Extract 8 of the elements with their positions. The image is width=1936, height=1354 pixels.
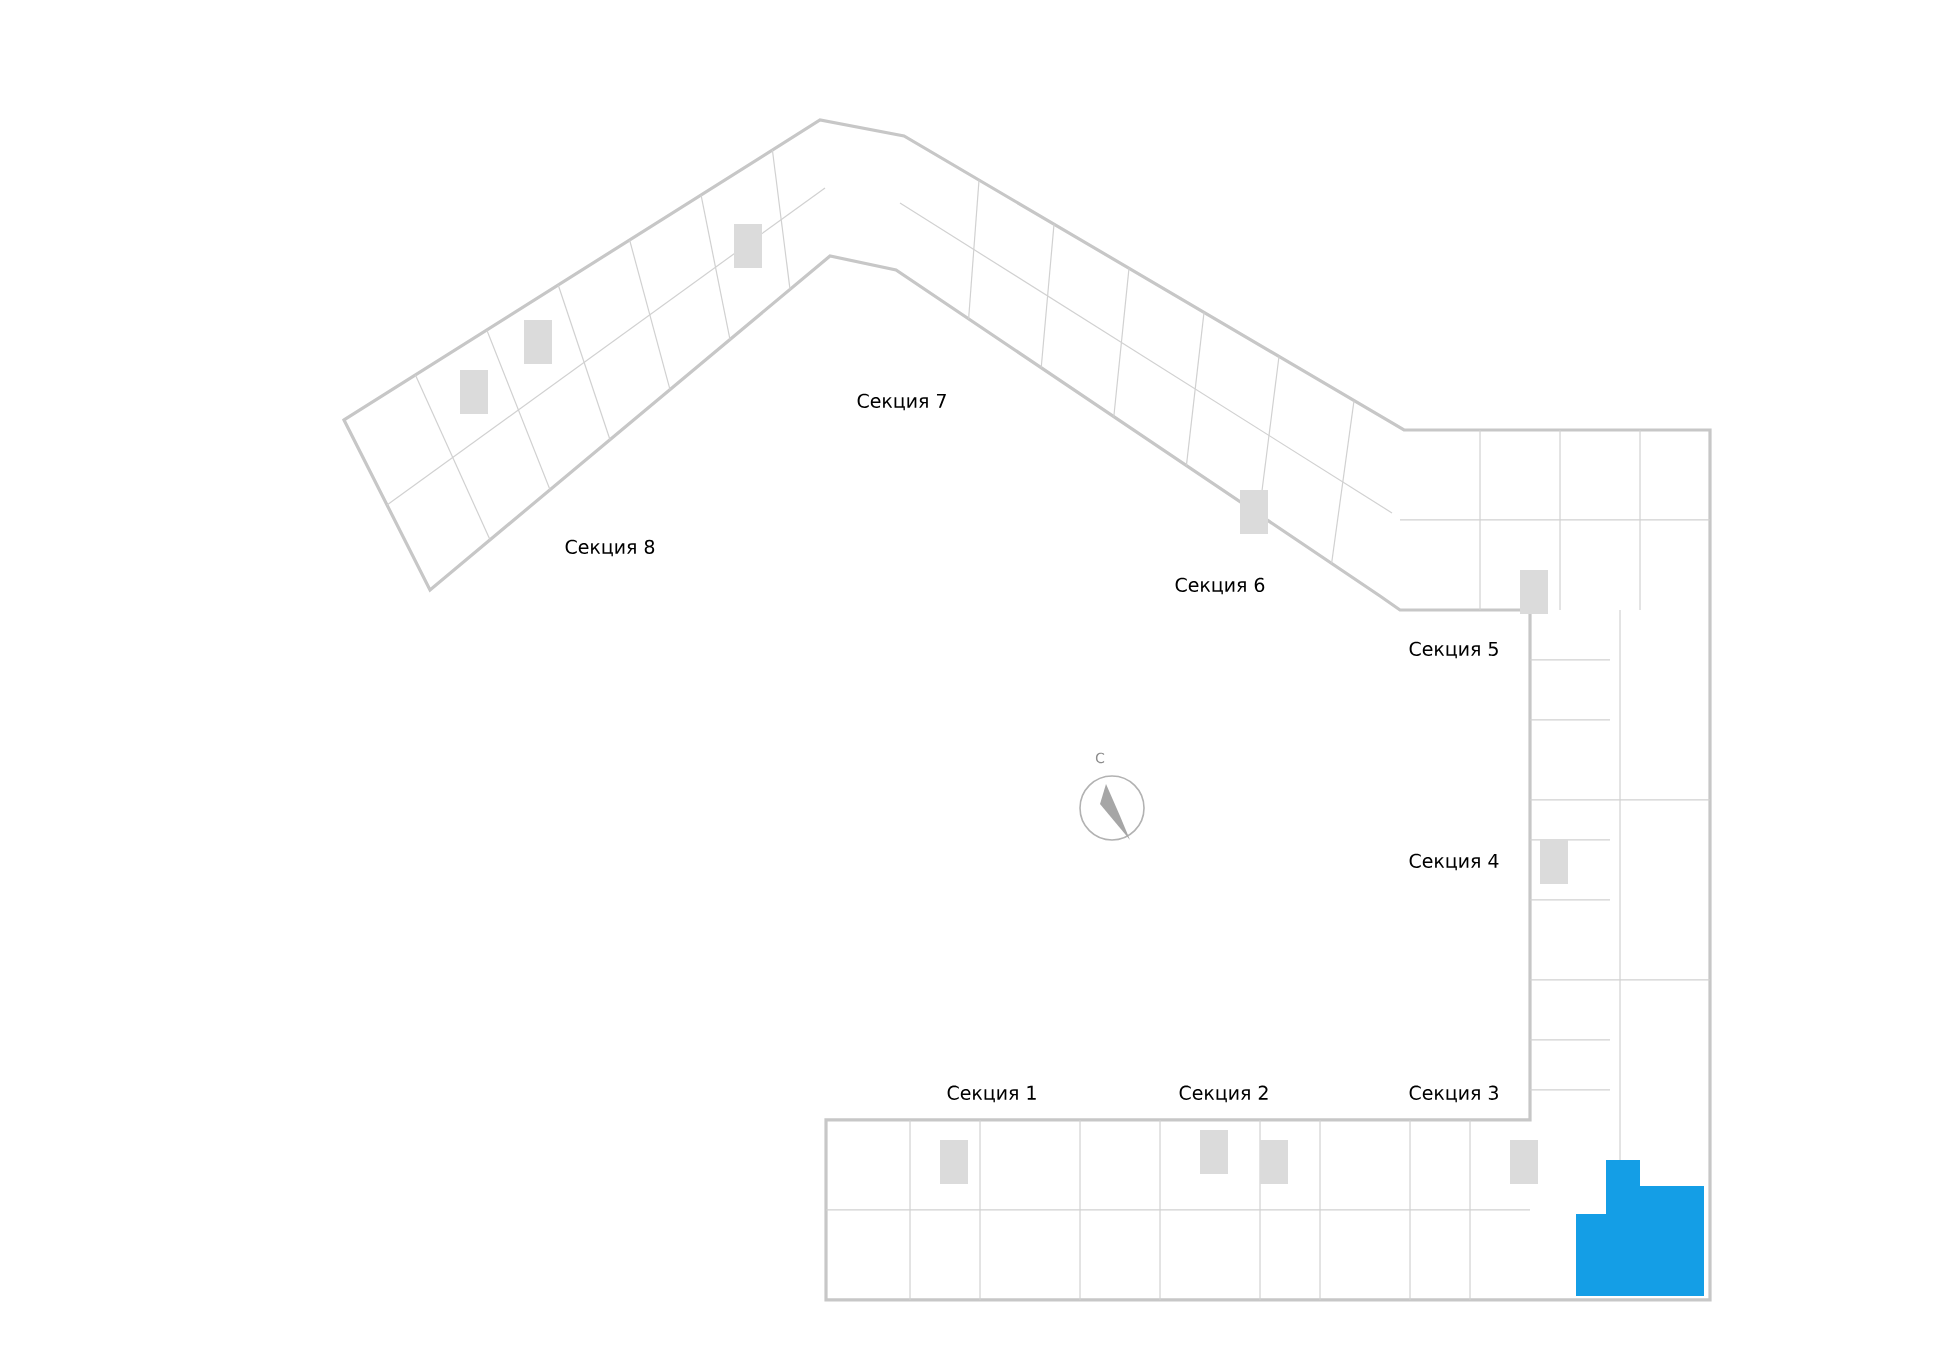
section-label: Секция 2 (1179, 1085, 1268, 1103)
section-label: Секция 6 (1175, 577, 1265, 595)
section-label: Секция 8 (565, 539, 655, 557)
section-label: Секция 3 (1409, 1085, 1498, 1103)
section-label: Секция 7 (857, 393, 946, 411)
section-label: Секция 1 (947, 1085, 1036, 1103)
section-label: Секция 4 (1409, 853, 1499, 871)
section-label: Секция 5 (1409, 641, 1498, 659)
